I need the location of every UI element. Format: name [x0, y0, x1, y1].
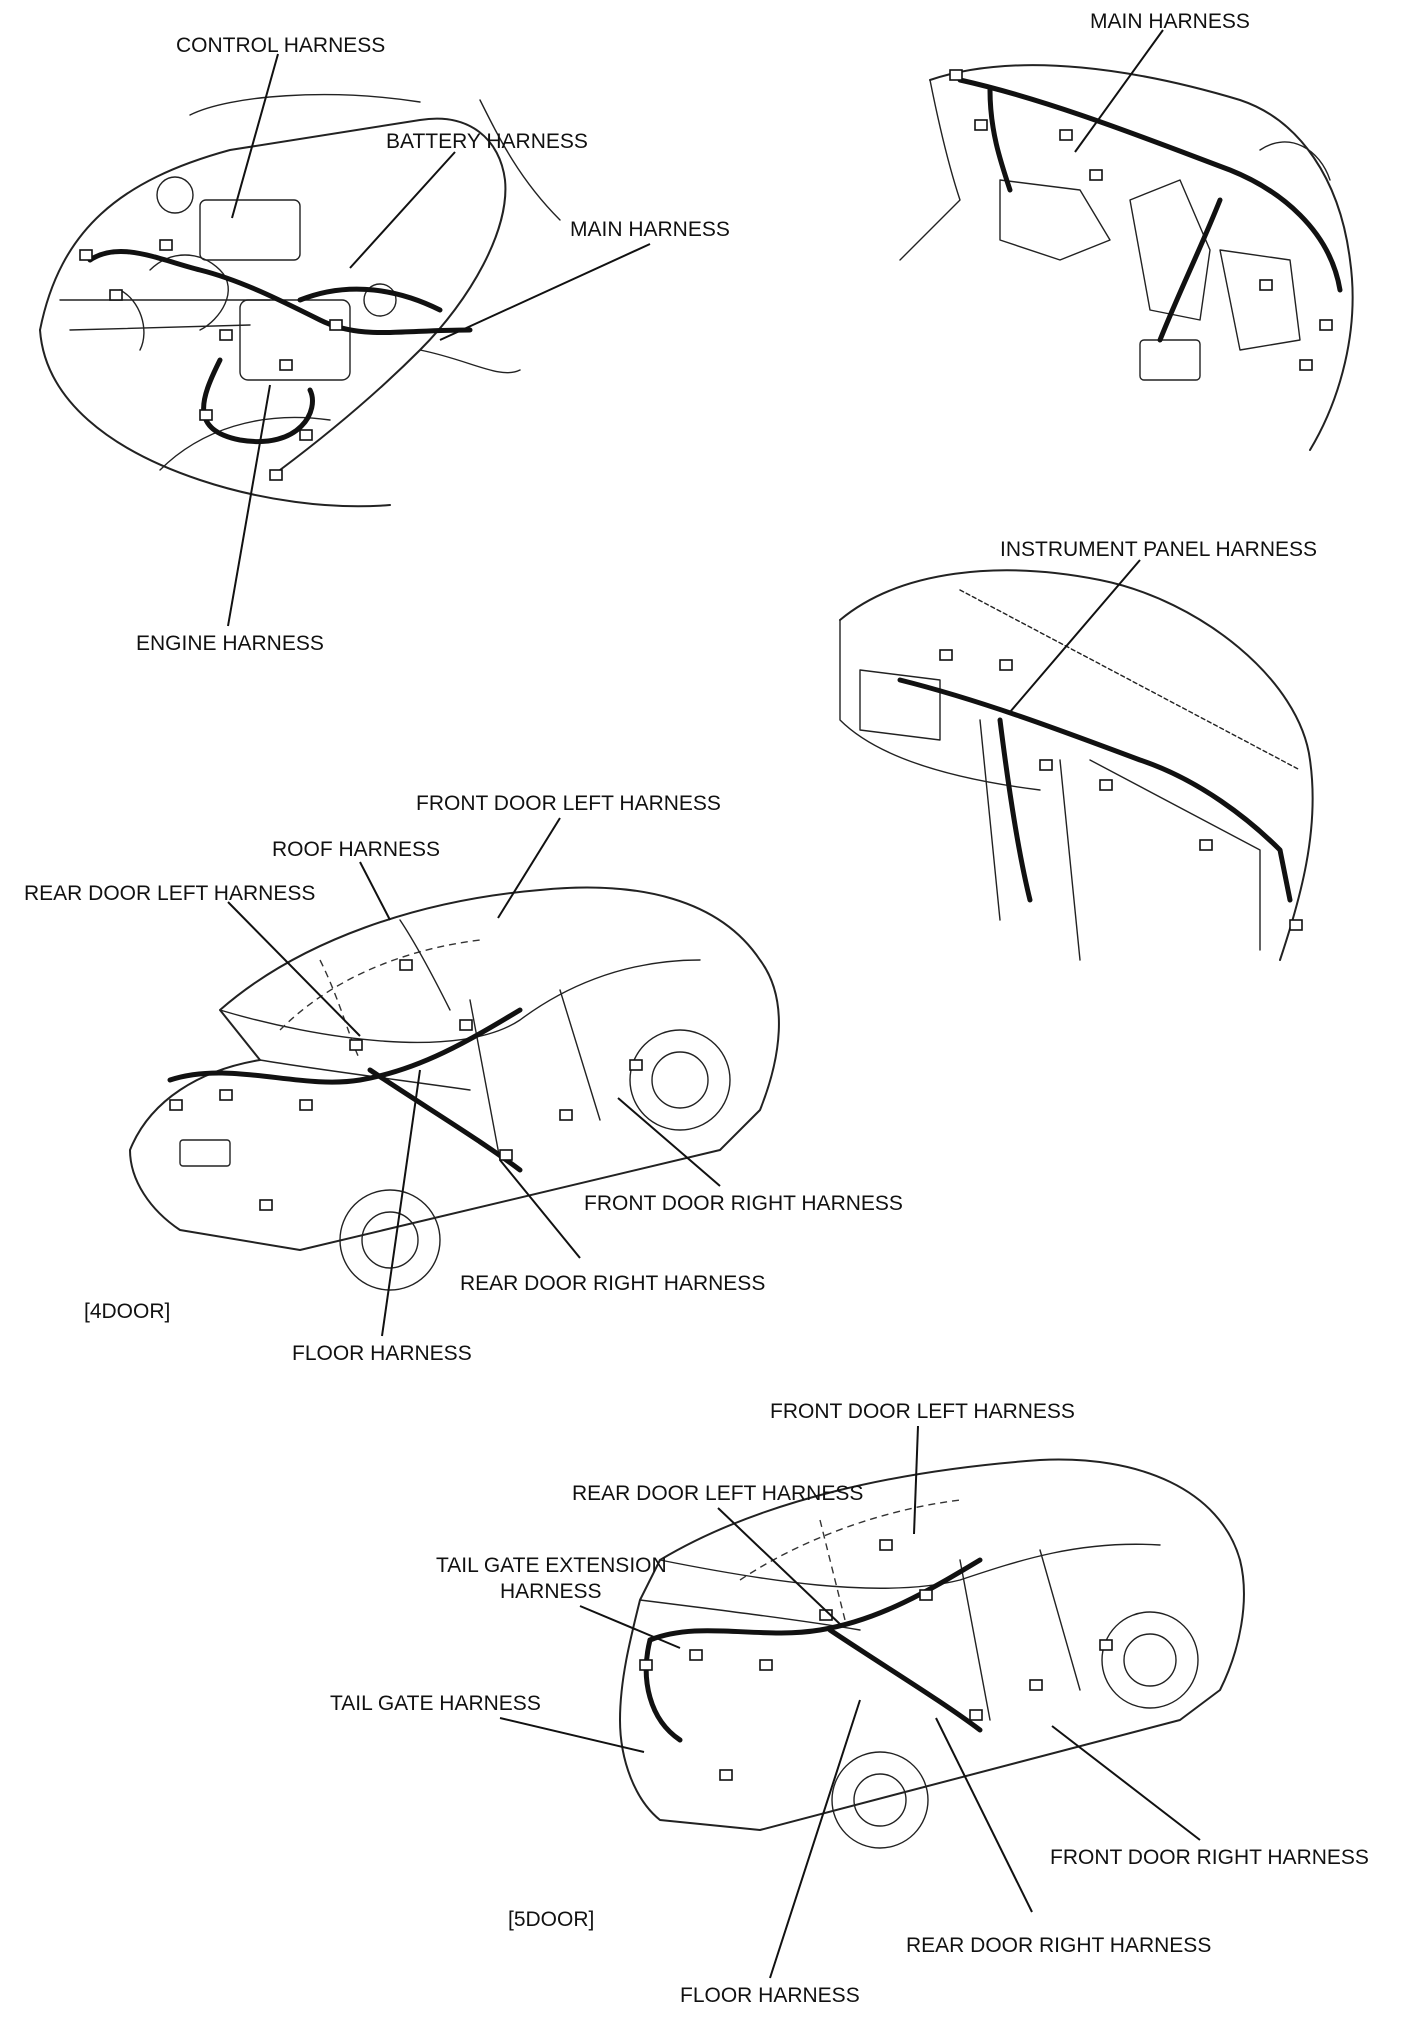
instrument-panel-harness-label: INSTRUMENT PANEL HARNESS: [1000, 538, 1317, 561]
five-door-rear-door-right-harness-label: REAR DOOR RIGHT HARNESS: [906, 1934, 1211, 1957]
four-door-front-door-left-harness-label: FRONT DOOR LEFT HARNESS: [416, 792, 721, 815]
four-door-floor-harness-label: FLOOR HARNESS: [292, 1342, 472, 1365]
four-door-rear-door-left-harness-label: REAR DOOR LEFT HARNESS: [24, 882, 315, 905]
five-door-car-illustration: [619, 1458, 1245, 1849]
five-door-floor-harness-label: FLOOR HARNESS: [680, 1984, 860, 2007]
four-door-rear-door-right-harness-label: REAR DOOR RIGHT HARNESS: [460, 1272, 765, 1295]
dash-top-leaders: [1074, 29, 1164, 153]
four-door-front-door-right-harness-label: FRONT DOOR RIGHT HARNESS: [584, 1192, 903, 1215]
instrument-panel-illustration: [839, 569, 1314, 961]
five-door-tail-gate-harness-label: TAIL GATE HARNESS: [330, 1692, 541, 1715]
four-door-leaders: [227, 817, 721, 1337]
five-door-front-door-left-harness-label: FRONT DOOR LEFT HARNESS: [770, 1400, 1075, 1423]
five-door-rear-door-left-harness-label: REAR DOOR LEFT HARNESS: [572, 1482, 863, 1505]
engine-bay-leaders: [227, 53, 651, 627]
dash-main-harness-label: MAIN HARNESS: [1090, 10, 1250, 33]
four-door-car-illustration: [129, 886, 780, 1291]
five-door-front-door-right-harness-label: FRONT DOOR RIGHT HARNESS: [1050, 1846, 1369, 1869]
four-door-roof-harness-label: ROOF HARNESS: [272, 838, 440, 861]
five-door-caption: [5DOOR]: [508, 1908, 594, 1931]
five-door-leaders: [499, 1425, 1201, 1979]
four-door-caption: [4DOOR]: [84, 1300, 170, 1323]
engine-bay-illustration: [39, 93, 561, 508]
instrument-panel-leaders: [1009, 559, 1141, 713]
five-door-tail-gate-extension-label-line2: HARNESS: [500, 1580, 602, 1603]
battery-harness-label: BATTERY HARNESS: [386, 130, 588, 153]
engine-main-harness-label: MAIN HARNESS: [570, 218, 730, 241]
five-door-tail-gate-extension-label-line1: TAIL GATE EXTENSION: [436, 1554, 667, 1577]
dash-top-illustration: [899, 64, 1354, 451]
control-harness-label: CONTROL HARNESS: [176, 34, 385, 57]
engine-harness-label: ENGINE HARNESS: [136, 632, 324, 655]
